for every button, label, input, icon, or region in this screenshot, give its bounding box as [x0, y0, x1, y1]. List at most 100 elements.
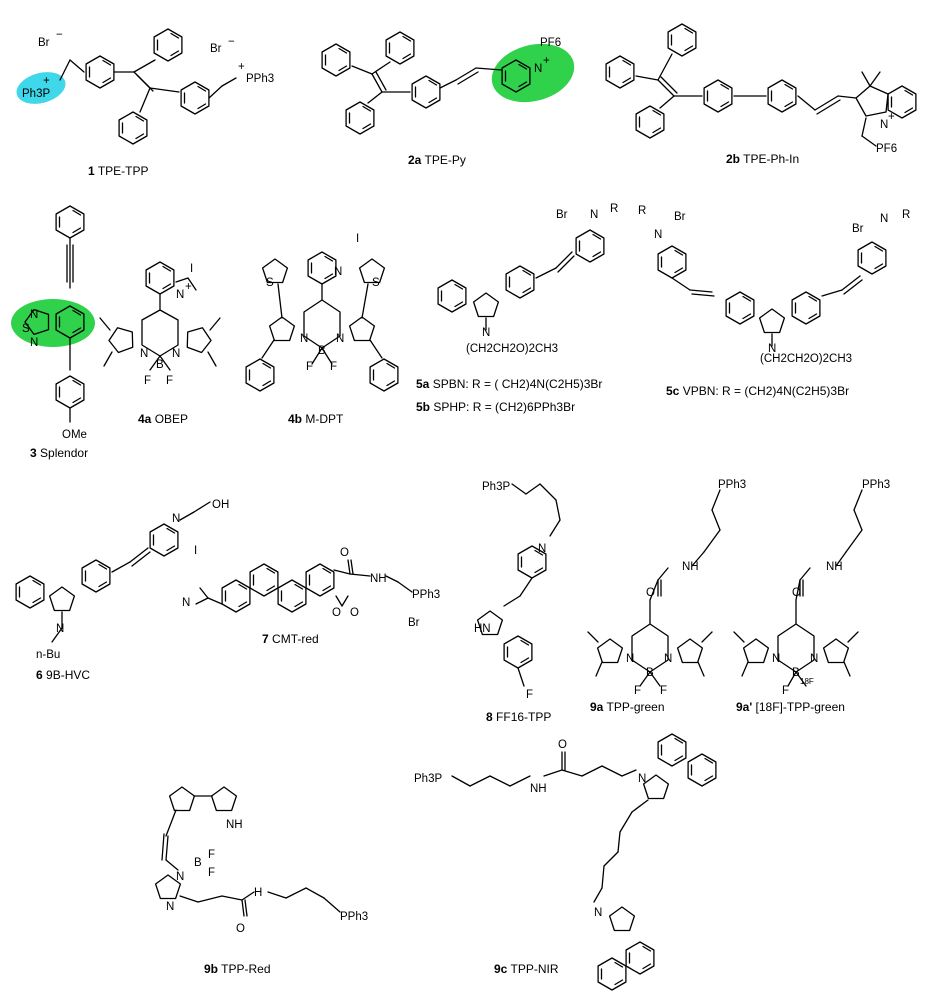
minus-sign: −: [228, 36, 235, 48]
caption-9b: 9b TPP-Red: [204, 962, 271, 976]
plus-sign: +: [43, 75, 50, 87]
oxygen-label: O: [792, 587, 801, 599]
nitrogen-label: N: [654, 229, 662, 241]
structure-8-ff16-tpp: [476, 483, 561, 687]
hn-label: HN: [474, 623, 491, 635]
plus-sign: +: [543, 55, 550, 67]
plus-sign: +: [888, 111, 895, 123]
oxygen-label: O: [558, 739, 567, 751]
caption-9a: 9a TPP-green: [590, 700, 665, 714]
fluorine-label: F: [330, 361, 337, 373]
structure-5c-vpbn: [657, 241, 887, 347]
nitrogen-label: N: [538, 543, 546, 555]
structure-6-9b-hvc: [15, 501, 211, 643]
caption-5a: 5a SPBN: R = ( CH2)4N(C2H5)3Br: [416, 377, 603, 391]
nitrogen-label: N: [664, 653, 672, 665]
oxygen-label: O: [646, 587, 655, 599]
structure-9a-prime: [733, 489, 863, 687]
boron-label: B: [194, 857, 202, 869]
bromide-label: Br: [38, 37, 50, 49]
caption-3: 3 Splendor: [30, 446, 89, 460]
caption-8: 8 FF16-TPP: [486, 710, 552, 724]
structure-9c-tpp-nir: [451, 733, 717, 991]
nitrogen-label: N: [534, 63, 542, 75]
caption-7: 7 CMT-red: [262, 632, 319, 646]
sulfur-label: S: [266, 277, 274, 289]
pph3-label: PPh3: [718, 479, 746, 491]
caption-1: 1 TPE-TPP: [88, 164, 149, 178]
minus-sign: −: [56, 29, 63, 41]
ome-label: OMe: [62, 429, 87, 441]
nh-label: NH: [226, 819, 243, 831]
nitrogen-label: N: [768, 343, 776, 355]
caption-5b: 5b SPHP: R = (CH2)6PPh3Br: [416, 400, 576, 414]
nitrogen-label: N: [810, 653, 818, 665]
pph3-label: PPh3: [246, 73, 274, 85]
peg-label: (CH2CH2O)2CH3: [466, 343, 558, 355]
nitrogen-label: N: [880, 213, 888, 225]
pf6-label: PF6: [540, 37, 561, 49]
fluorine-label: F: [782, 685, 789, 697]
structure-7-cmt-red: [195, 559, 413, 613]
nh-label: NH: [370, 573, 387, 585]
caption-4b: 4b M-DPT: [288, 412, 344, 426]
peg-label: (CH2CH2O)2CH3: [760, 353, 852, 365]
fluorine-label: F: [208, 867, 215, 879]
pph3-label: PPh3: [412, 589, 440, 601]
nitrogen-label: N: [30, 337, 38, 349]
nitrogen-label: N: [638, 773, 646, 785]
ph3p-label: Ph3P: [414, 773, 442, 785]
hydroxyl-label: OH: [212, 499, 229, 511]
structure-9a-tpp-green: [587, 489, 721, 687]
nitrogen-label: N: [166, 901, 174, 913]
caption-9c: 9c TPP-NIR: [494, 962, 559, 976]
nh-label: NH: [826, 561, 843, 573]
nitrogen-label: N: [880, 119, 888, 131]
bromide-label: Br: [852, 223, 864, 235]
nitrogen-label: N: [594, 907, 602, 919]
fluorine-label: F: [144, 375, 151, 387]
iodide-label: I: [356, 233, 359, 245]
fluorine-label: F: [634, 685, 641, 697]
nh-label: NH: [682, 561, 699, 573]
oxygen-label: O: [236, 923, 245, 935]
caption-9a-prime: 9a' [18F]-TPP-green: [736, 700, 845, 714]
oxygen-label: O: [340, 547, 349, 559]
caption-5c: 5c VPBN: R = (CH2)4N(C2H5)3Br: [666, 384, 850, 398]
oxygen-label: O: [332, 607, 341, 619]
ph3p-label: Ph3P: [22, 88, 50, 100]
caption-4a: 4a OBEP: [138, 412, 189, 426]
nitrogen-label: N: [176, 871, 184, 883]
sulfur-label: S: [372, 277, 380, 289]
green-highlight-2a: [491, 43, 575, 103]
nitrogen-label: N: [626, 653, 634, 665]
nh-label: H: [254, 887, 262, 899]
plus-sign: +: [238, 61, 245, 73]
pph3-label: PPh3: [340, 911, 368, 923]
bromide-label: Br: [556, 209, 568, 221]
bromide-label: Br: [210, 43, 222, 55]
nitrogen-label: N: [172, 348, 180, 360]
fluorine-18-label: 18F: [800, 677, 814, 686]
bromide-label: Br: [408, 617, 420, 629]
structure-1-tpe-tpp: [16, 28, 237, 145]
n-butyl-label: n-Bu: [36, 649, 60, 661]
fluorine-label: F: [166, 375, 173, 387]
structure-9b-tpp-red: [154, 786, 341, 917]
boron-label: B: [792, 667, 800, 679]
pph3-label: PPh3: [862, 479, 890, 491]
structure-2b-tpe-ph-in: [605, 23, 917, 147]
boron-label: B: [318, 345, 326, 357]
atom-labels: Br − Ph3P + Br − PPh3 + PF6 N + N + PF6 …: [22, 29, 910, 935]
nitrogen-label: N: [30, 309, 38, 321]
nitrogen-label: N: [176, 289, 184, 301]
iodide-label: I: [190, 263, 193, 275]
plus-sign: +: [185, 281, 192, 293]
oxygen-label: O: [350, 607, 359, 619]
boron-label: B: [646, 667, 654, 679]
nitrogen-label: N: [140, 348, 148, 360]
nitrogen-label: N: [300, 333, 308, 345]
nitrogen-label: N: [772, 653, 780, 665]
bromide-label: Br: [674, 211, 686, 223]
